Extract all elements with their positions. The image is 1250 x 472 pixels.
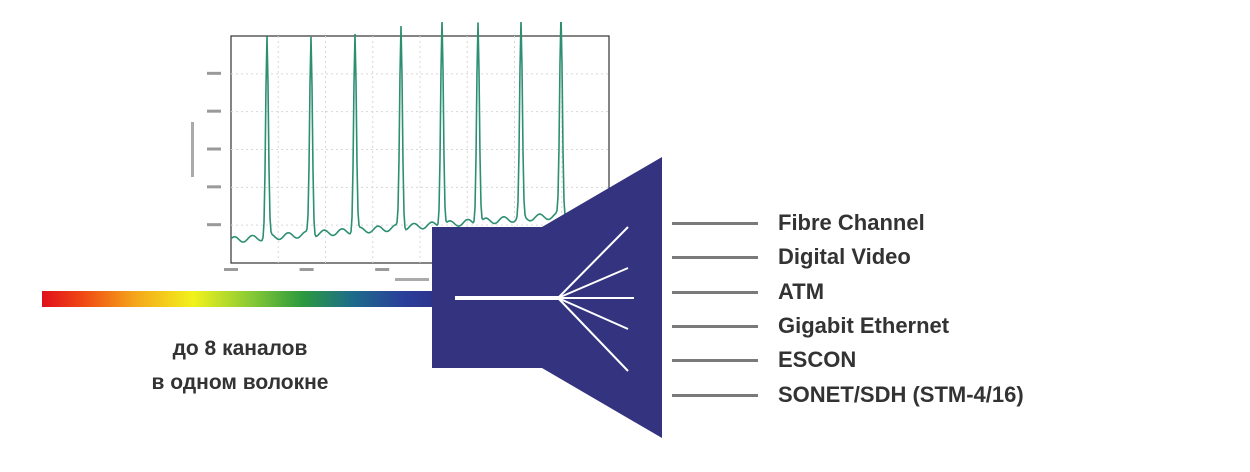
protocol-item-escon: ESCON [672,345,856,375]
x-tick-label [224,268,238,271]
protocol-item-fibre-channel: Fibre Channel [672,208,925,238]
spectrum-chart [191,22,615,281]
x-tick-label [375,268,390,271]
fibre-fanout [557,226,634,372]
fanout-line-4 [557,297,629,330]
fanout-line-5 [557,297,629,372]
protocol-label: ESCON [778,347,857,372]
protocol-connector-line [672,393,758,397]
fanout-line-2 [557,267,629,299]
protocol-item-gigabit-ethernet: Gigabit Ethernet [672,311,949,341]
protocol-connector-line [672,255,758,259]
protocol-connector-line [672,324,758,328]
caption-line-2: в одном волокне [151,371,329,394]
y-tick-label [207,185,221,189]
protocol-connector-line [672,358,758,362]
protocol-item-digital-video: Digital Video [672,242,911,272]
protocol-item-atm: ATM [672,277,824,307]
y-axis-label [191,122,194,177]
protocol-label: SONET/SDH (STM-4/16) [778,382,1024,407]
y-tick-label [207,109,221,113]
y-tick-label [207,71,221,75]
x-tick-label [299,268,314,271]
x-axis-label [395,278,429,281]
protocol-item-sonet-sdh: SONET/SDH (STM-4/16) [672,380,1024,410]
wavelength-spectrum-bar [42,291,462,307]
y-tick-label [207,147,221,151]
caption-line-1: до 8 каналов [172,337,308,360]
y-tick-label [207,223,221,227]
spectrum-line [230,22,610,243]
protocol-label: Digital Video [778,244,911,269]
protocol-label: ATM [778,279,825,304]
protocol-connector-line [672,221,758,225]
multiplexer-diagram [432,157,662,438]
protocol-connector-line [672,290,758,294]
protocol-label: Fibre Channel [778,210,925,235]
protocol-label: Gigabit Ethernet [778,313,950,338]
fanout-line-1 [557,226,629,299]
